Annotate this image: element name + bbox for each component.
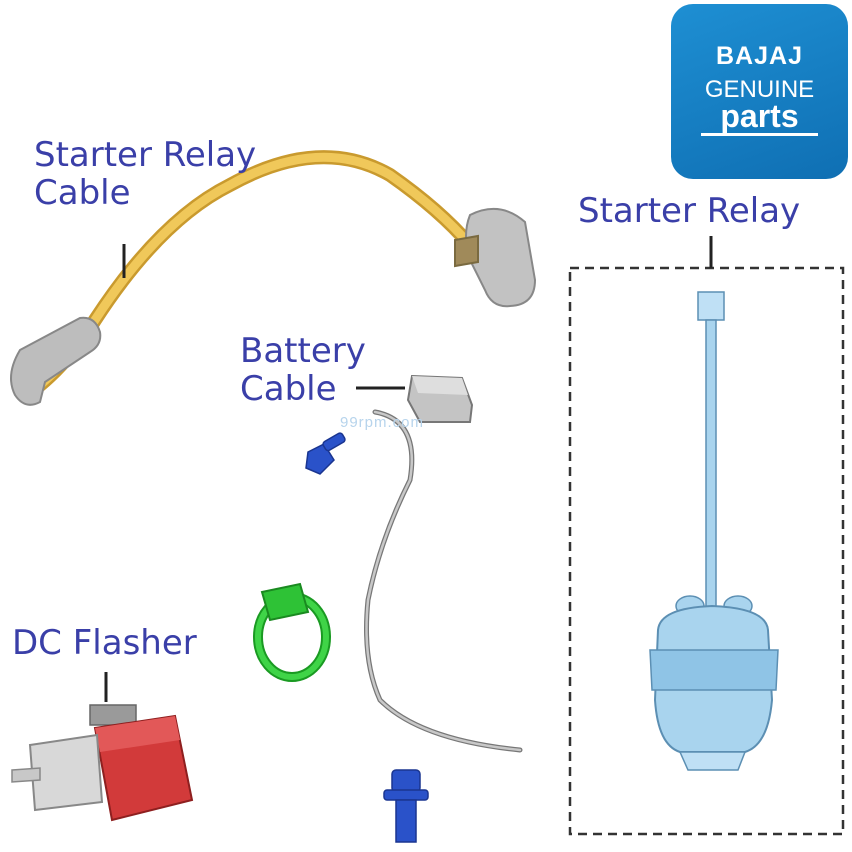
starter-relay bbox=[649, 291, 779, 771]
watermark: 99rpm.com bbox=[340, 414, 425, 431]
battery-cable bbox=[364, 374, 523, 753]
starter-relay-box bbox=[568, 266, 845, 836]
cable-clip bbox=[253, 582, 331, 682]
dc-flasher-label: DC Flasher bbox=[12, 623, 197, 663]
logo-line2: parts bbox=[720, 98, 799, 134]
bajaj-genuine-parts-logo: BAJAJ GENUINE parts bbox=[671, 4, 848, 179]
small-bolt bbox=[305, 432, 346, 475]
dc-flasher bbox=[11, 704, 194, 822]
starter-relay-cable bbox=[10, 150, 537, 406]
logo-brand: BAJAJ bbox=[716, 42, 803, 70]
logo-underline bbox=[701, 133, 818, 136]
starter-relay-label: Starter Relay bbox=[578, 191, 801, 231]
starter-relay-cable-label: Starter Relay Cable bbox=[34, 135, 257, 214]
flange-bolt bbox=[383, 769, 429, 843]
battery-cable-label: Battery Cable bbox=[240, 331, 366, 410]
logo-line1: GENUINE bbox=[704, 76, 815, 103]
